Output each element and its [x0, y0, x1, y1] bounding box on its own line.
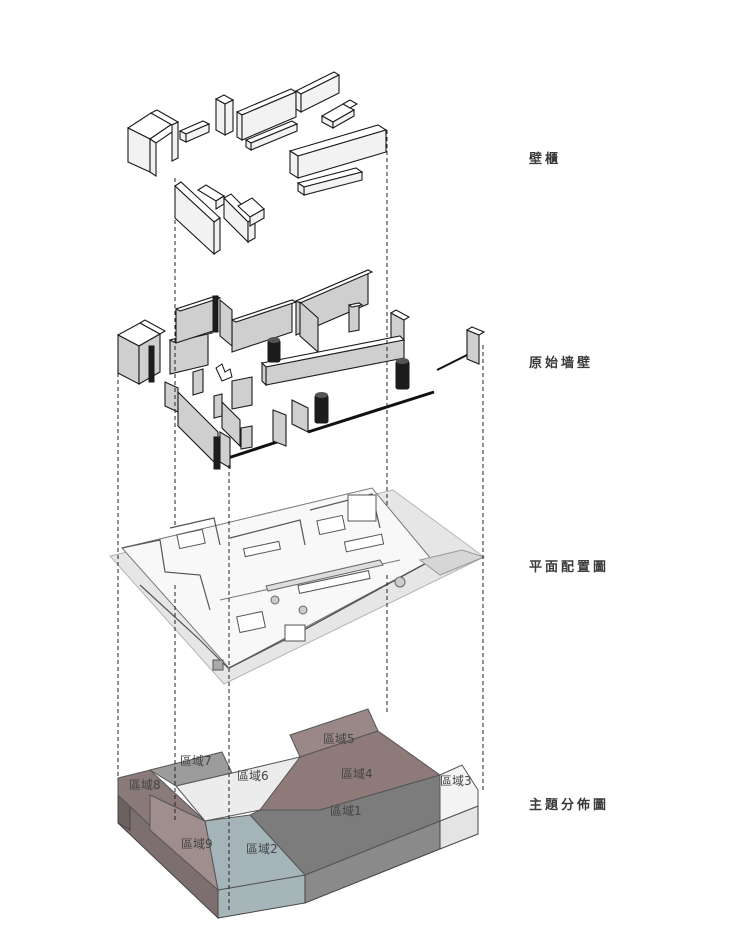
- wall-column: [347, 302, 364, 308]
- floor-plan-layer: [109, 487, 486, 685]
- wall-column: [348, 302, 360, 333]
- wall-segment: [231, 299, 293, 353]
- desk: [236, 610, 266, 634]
- column-plan: [212, 659, 224, 671]
- wall-segment: [177, 390, 219, 468]
- zone-label: 區域1: [330, 804, 362, 818]
- plan-wall: [139, 584, 229, 669]
- wall-line: [227, 439, 281, 460]
- plan-wall: [169, 517, 221, 546]
- column-cylinder: [395, 360, 410, 390]
- wall-segment: [174, 295, 222, 312]
- cabinet-block: [289, 150, 299, 179]
- column-cylinder: [314, 394, 329, 424]
- staircase: [215, 363, 233, 382]
- wall-column: [192, 368, 204, 396]
- cabinet-block: [215, 98, 226, 136]
- wall-segment: [272, 409, 287, 447]
- column-cylinder: [267, 339, 281, 363]
- plan-wall: [121, 539, 211, 611]
- wall-segment: [219, 431, 231, 469]
- wall-pillar: [212, 295, 219, 333]
- layer-title-floor-plan: 平面配置圖: [529, 560, 610, 575]
- wall-segment: [221, 400, 241, 448]
- original-walls-layer: [116, 269, 486, 470]
- cabinets-layer: [126, 71, 388, 256]
- wall-segment: [231, 376, 253, 410]
- zone-9-top: [149, 794, 219, 892]
- meeting-table: [347, 494, 377, 522]
- plan-wall: [229, 519, 306, 546]
- wall-segment: [466, 329, 480, 365]
- column-cylinder: [268, 337, 280, 343]
- projection-guides: [117, 130, 484, 912]
- cabinet-block: [295, 90, 302, 113]
- zone-label: 區域9: [181, 837, 213, 851]
- wall-line: [436, 354, 468, 371]
- zone-label: 區域7: [180, 754, 212, 768]
- cabinet-block: [341, 99, 359, 109]
- cabinet-block: [297, 129, 387, 179]
- wall-pillar: [148, 345, 155, 383]
- zone-label: 區域8: [129, 778, 161, 792]
- column-cylinder: [315, 392, 328, 398]
- wall-segment: [261, 361, 267, 387]
- wall-segment: [219, 298, 233, 348]
- wall-segment: [164, 381, 179, 413]
- cabinet-block: [236, 111, 243, 141]
- zone-label: 區域6: [237, 769, 269, 783]
- cabinet-block: [213, 216, 221, 256]
- plan-wall: [309, 493, 381, 529]
- column-plan: [270, 595, 280, 605]
- cabinet-block: [241, 91, 297, 141]
- wall-pillar: [213, 436, 221, 470]
- column-plan: [298, 605, 308, 615]
- wall-segment: [213, 393, 223, 419]
- desk: [343, 533, 385, 553]
- meeting-table: [316, 514, 346, 536]
- zone-label: 區域4: [341, 767, 373, 781]
- cabinet-block: [171, 121, 179, 162]
- wall-segment: [138, 319, 167, 335]
- cabinet-block: [185, 123, 210, 143]
- wall-line: [307, 390, 435, 434]
- stair-plan: [284, 624, 306, 642]
- counter: [297, 570, 371, 594]
- cabinet-block: [249, 208, 265, 227]
- wall-segment: [294, 269, 374, 304]
- wall-segment: [389, 309, 411, 321]
- layer-title-original-walls: 原始墙壁: [529, 356, 594, 371]
- zone-label: 區域3: [440, 774, 472, 788]
- zone-label: 區域2: [246, 842, 278, 856]
- cabinet-block: [332, 109, 355, 129]
- desk: [242, 540, 282, 558]
- column-plan: [394, 576, 406, 588]
- cabinet-block: [300, 74, 340, 113]
- balcony-plan: [418, 549, 486, 576]
- cabinet-block: [149, 137, 157, 178]
- zone-label: 區域5: [323, 732, 355, 746]
- column-cylinder: [396, 358, 409, 364]
- wall-segment: [265, 339, 405, 386]
- wall-segment: [465, 326, 486, 336]
- layer-title-cabinets: 壁櫃: [529, 152, 562, 167]
- wall-segment: [291, 399, 309, 433]
- cabinet-block: [224, 99, 234, 136]
- wall-segment: [240, 425, 253, 450]
- display-counter: [265, 559, 384, 592]
- cabinet-block: [245, 139, 252, 151]
- zone-distribution-layer: 區域1 區域2 區域3 區域4 區域5 區域6 區域7 區域8 區域9: [117, 708, 479, 920]
- cabinet-block: [297, 181, 305, 197]
- meeting-table: [176, 528, 206, 550]
- layer-title-zone-distribution: 主題分佈圖: [529, 798, 610, 813]
- floor-outline: [121, 487, 433, 669]
